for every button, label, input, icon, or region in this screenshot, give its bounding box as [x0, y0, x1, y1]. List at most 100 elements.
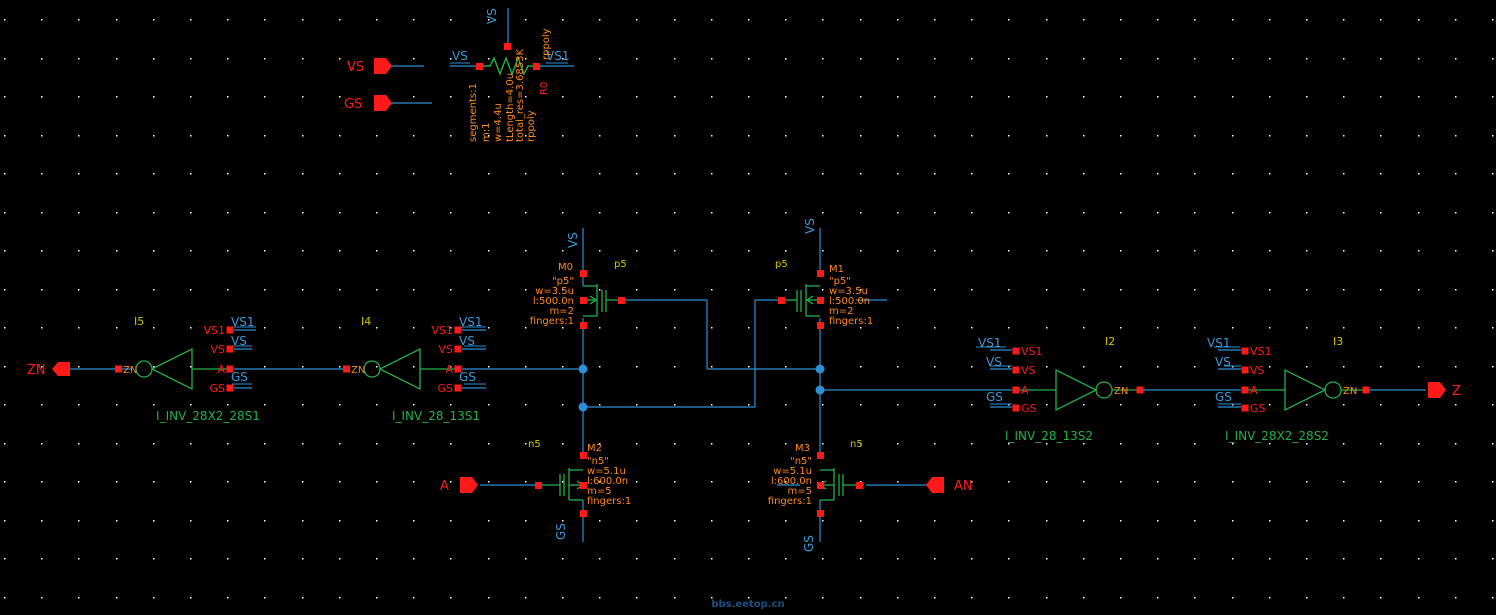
- grid-dot: [860, 366, 862, 368]
- grid-dot: [785, 58, 787, 60]
- grid-dot: [822, 135, 824, 137]
- grid-dot: [1157, 58, 1159, 60]
- grid-dot: [1157, 212, 1159, 214]
- inverter-net-label: VS1: [231, 315, 254, 329]
- pin-marker: [454, 365, 462, 373]
- grid-dot: [785, 96, 787, 98]
- grid-dot: [339, 135, 341, 137]
- inverter-cell-label: I_INV_28_13S1: [392, 409, 480, 423]
- inverter-out-pin-label: ZN: [1114, 386, 1128, 397]
- grid-dot: [711, 366, 713, 368]
- port-z[interactable]: Z: [1428, 382, 1461, 399]
- grid-dot: [971, 443, 973, 445]
- grid-dot: [1380, 327, 1382, 329]
- grid-dot: [711, 520, 713, 522]
- junction-dot: [815, 385, 825, 395]
- port-zn[interactable]: ZN: [27, 362, 70, 378]
- grid-dot: [1343, 135, 1345, 137]
- grid-dot: [1455, 135, 1457, 137]
- grid-dot: [1194, 520, 1196, 522]
- grid-dot: [897, 597, 899, 599]
- grid-dot: [450, 96, 452, 98]
- mos-param: "p5": [552, 276, 574, 287]
- inverter-pin-label: A: [1250, 384, 1258, 397]
- grid-dot: [78, 520, 80, 522]
- nmos-symbol: [540, 468, 585, 501]
- grid-dot: [1343, 443, 1345, 445]
- grid-dot: [1380, 135, 1382, 137]
- grid-dot: [1232, 58, 1234, 60]
- grid-dot: [1157, 327, 1159, 329]
- pin-marker: [226, 326, 234, 334]
- grid-dot: [413, 135, 415, 137]
- grid-dot: [1157, 558, 1159, 560]
- grid-dot: [1380, 250, 1382, 252]
- grid-dot: [822, 250, 824, 252]
- inverter-out-pin-label: ZN: [123, 365, 137, 376]
- grid-dot: [1418, 19, 1420, 21]
- grid-dot: [450, 19, 452, 21]
- grid-dot: [488, 558, 490, 560]
- grid-dot: [674, 597, 676, 599]
- grid-dot: [1008, 96, 1010, 98]
- grid-dot: [153, 250, 155, 252]
- grid-dot: [413, 250, 415, 252]
- grid-dot: [1455, 558, 1457, 560]
- grid-dot: [1269, 58, 1271, 60]
- grid-dot: [1343, 289, 1345, 291]
- grid-dot: [1455, 366, 1457, 368]
- grid-dot: [636, 597, 638, 599]
- grid-dot: [302, 19, 304, 21]
- grid-dot: [1343, 58, 1345, 60]
- grid-dot: [4, 96, 6, 98]
- mos-param: w=5.1u: [587, 466, 626, 477]
- pin-marker: [856, 482, 863, 489]
- grid-dot: [934, 443, 936, 445]
- grid-dot: [1269, 19, 1271, 21]
- m0-name-label: M0: [558, 262, 573, 273]
- port-a[interactable]: A: [440, 477, 478, 494]
- grid-dot: [41, 250, 43, 252]
- grid-dot: [1306, 327, 1308, 329]
- grid-dot: [41, 366, 43, 368]
- grid-dot: [227, 250, 229, 252]
- grid-dot: [785, 366, 787, 368]
- grid-dot: [1008, 597, 1010, 599]
- grid-dot: [302, 520, 304, 522]
- grid-dot: [1232, 212, 1234, 214]
- grid-dot: [376, 443, 378, 445]
- grid-dot: [674, 404, 676, 406]
- grid-dot: [711, 481, 713, 483]
- m1-supply-net-label: VS: [803, 218, 817, 234]
- grid-dot: [339, 212, 341, 214]
- mos-param: w=5.1u: [773, 466, 812, 477]
- grid-dot: [599, 173, 601, 175]
- inverter-instance-label: I2: [1105, 335, 1115, 348]
- grid-dot: [339, 443, 341, 445]
- grid-dot: [785, 597, 787, 599]
- grid-dot: [748, 135, 750, 137]
- inverter-pin-label: VS1: [1250, 345, 1272, 358]
- grid-dot: [860, 289, 862, 291]
- port-arrow: [926, 477, 944, 493]
- grid-dot: [562, 597, 564, 599]
- port-gs[interactable]: GS: [344, 95, 392, 112]
- grid-dot: [1046, 366, 1048, 368]
- port-an[interactable]: AN: [926, 477, 973, 494]
- port-vs[interactable]: VS: [347, 58, 392, 75]
- pin-marker: [1241, 366, 1249, 374]
- grid-dot: [934, 250, 936, 252]
- grid-dot: [1418, 250, 1420, 252]
- grid-dot: [1269, 96, 1271, 98]
- grid-dot: [302, 96, 304, 98]
